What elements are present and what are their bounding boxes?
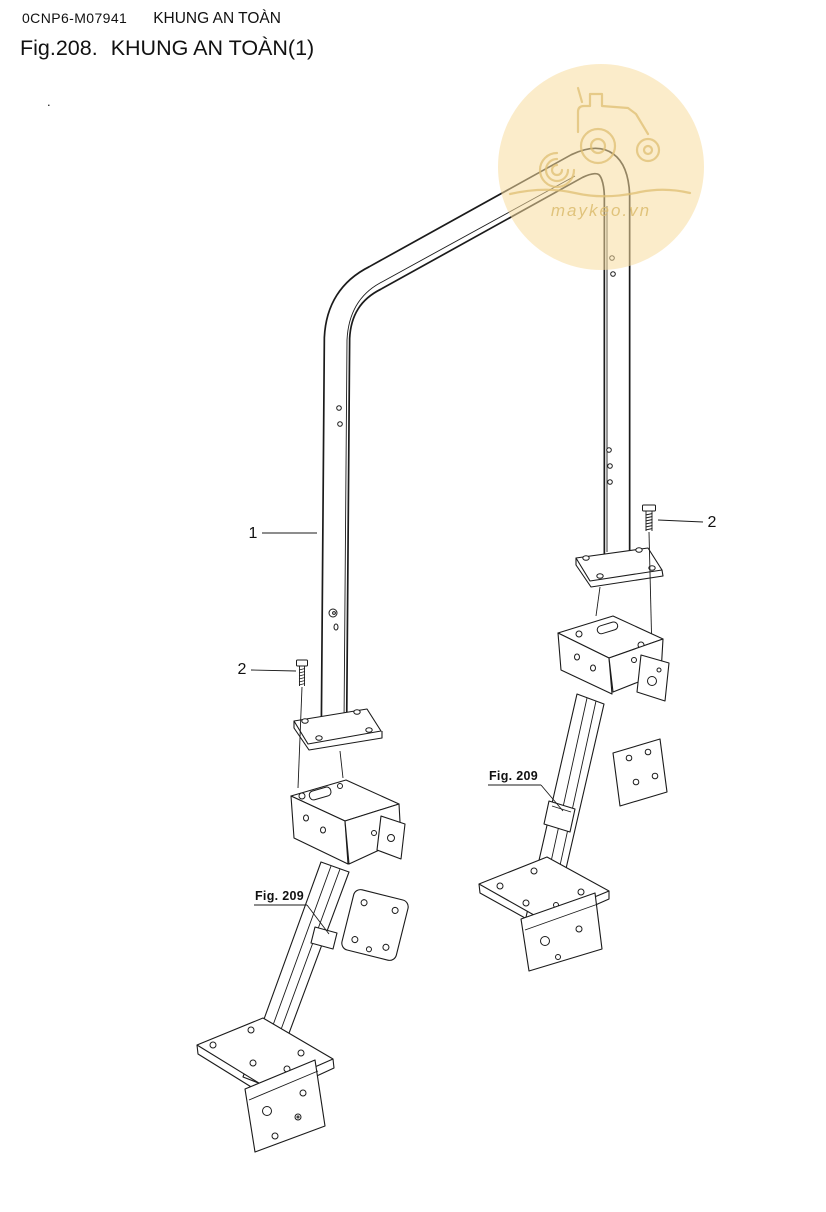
- watermark: maykeo.vn: [498, 64, 704, 270]
- document-header: 0CNP6-M07941 KHUNG AN TOÀN: [22, 10, 281, 28]
- watermark-circle: [498, 64, 704, 270]
- figure-title: Fig.208. KHUNG AN TOÀN(1): [20, 36, 314, 61]
- leader-line-bolt-left: [250, 669, 297, 672]
- callout-bolt-left-number: 2: [238, 661, 247, 678]
- callout-frame-number: 1: [249, 525, 258, 542]
- tractor-icon: [508, 86, 692, 198]
- callout-bolt-right-number: 2: [708, 514, 717, 531]
- figure-number: Fig.208.: [20, 36, 98, 60]
- leader-line-fig209-right: [540, 784, 564, 812]
- right-bracket-assembly: [478, 615, 670, 972]
- stray-mark: .: [47, 94, 51, 109]
- figure-name: KHUNG AN TOÀN(1): [110, 36, 315, 60]
- right-mounting-flange: [575, 547, 664, 588]
- leader-line-bolt-right: [657, 519, 704, 523]
- leader-line-fig209-left: [306, 904, 330, 935]
- doc-code: 0CNP6-M07941: [22, 10, 128, 26]
- left-bracket-assembly: [196, 779, 409, 1153]
- left-mounting-flange: [293, 708, 383, 751]
- watermark-text: maykeo.vn: [551, 201, 651, 220]
- callouts: 1 2 2 Fig. 209 Fig. 209: [238, 514, 717, 935]
- fig209-ref-left: Fig. 209: [255, 889, 304, 903]
- fig209-ref-right: Fig. 209: [489, 769, 538, 783]
- doc-title: KHUNG AN TOÀN: [153, 10, 281, 27]
- bolt-left: [296, 659, 344, 789]
